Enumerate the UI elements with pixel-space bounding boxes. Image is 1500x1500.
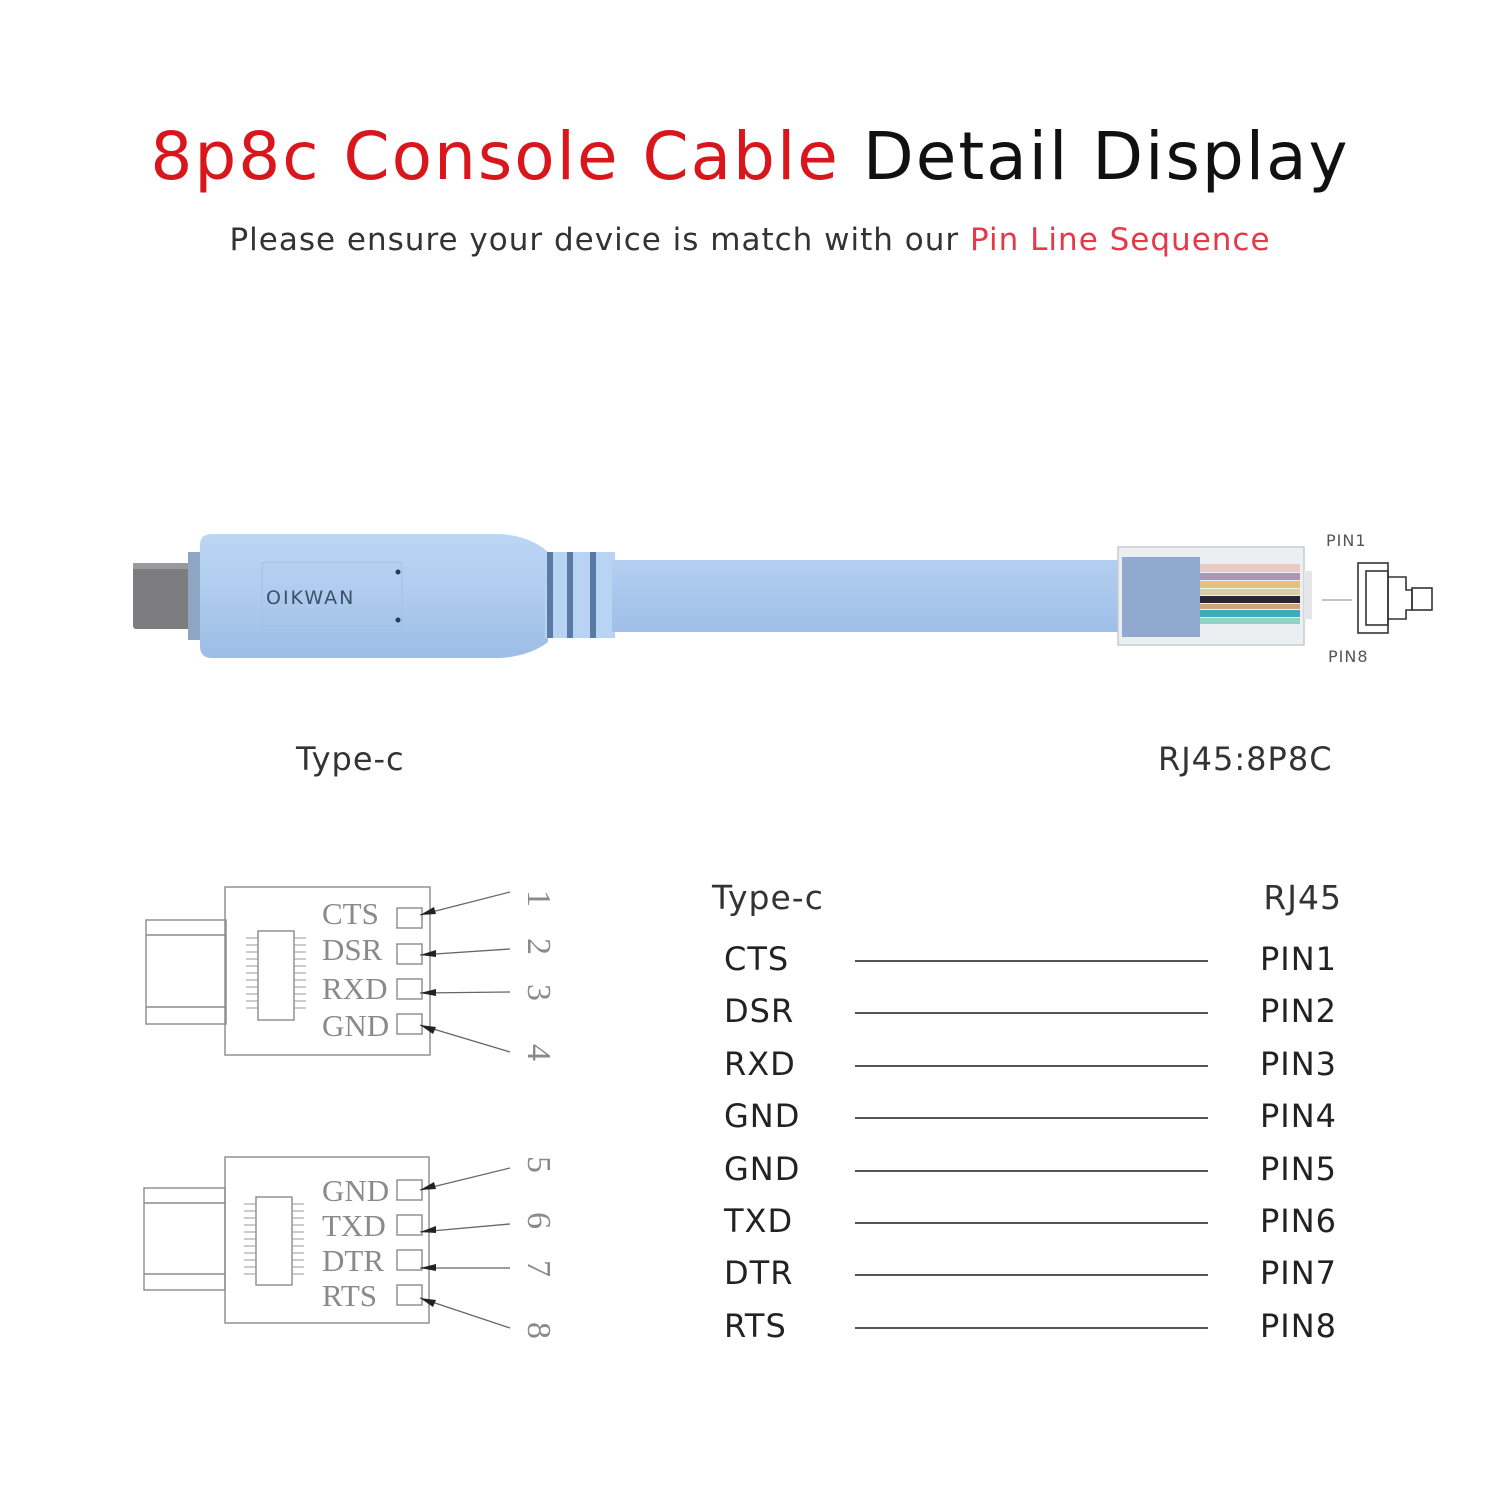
connection-line (855, 1326, 1208, 1329)
rj45-plug-icon (1117, 546, 1312, 646)
row-signal: RXD (724, 1044, 796, 1083)
row-pin: PIN8 (1259, 1306, 1337, 1345)
connection-line (855, 1012, 1208, 1015)
signal-dtr: DTR (322, 1243, 384, 1278)
pin-number-2: 2 (520, 938, 557, 955)
chip-icon (257, 930, 295, 1021)
row-pin: PIN7 (1259, 1254, 1337, 1293)
flat-cable (612, 560, 1122, 632)
signal-rts: RTS (322, 1278, 377, 1313)
rj45-outline-icon (1357, 562, 1433, 634)
table-row: GND PIN4 (712, 1097, 1352, 1149)
row-signal: GND (724, 1097, 801, 1136)
title-highlight: 8p8c Console Cable (150, 118, 840, 195)
subtitle-highlight: Pin Line Sequence (970, 222, 1271, 258)
row-signal: GND (724, 1149, 801, 1188)
rj45-8p8c-label: RJ45:8P8C (1158, 740, 1333, 778)
pin-number-3: 3 (520, 984, 557, 1001)
pin-diagram-bottom: GND TXD DTR RTS 5 6 7 8 (143, 1156, 557, 1339)
pin-number-1: 1 (520, 890, 557, 907)
table-row: CTS PIN1 (712, 940, 1352, 992)
signal-gnd: GND (322, 1008, 389, 1043)
table-header: Type-c RJ45 (712, 878, 1352, 924)
row-pin: PIN1 (1259, 940, 1337, 978)
connection-line (855, 1169, 1208, 1172)
usb-c-plug-icon (133, 552, 202, 640)
pin8-label: PIN8 (1328, 647, 1369, 666)
pin-number-6: 6 (520, 1212, 557, 1229)
signal-txd: TXD (322, 1208, 386, 1243)
connection-line (855, 1274, 1208, 1277)
table-row: GND PIN5 (712, 1150, 1352, 1202)
connection-line (855, 1117, 1208, 1120)
table-row: RXD PIN3 (712, 1045, 1352, 1097)
pin1-label: PIN1 (1326, 531, 1367, 550)
row-signal: TXD (724, 1201, 794, 1240)
table-row: RTS PIN8 (712, 1307, 1352, 1359)
row-pin: PIN4 (1259, 1097, 1337, 1136)
row-pin: PIN6 (1259, 1201, 1337, 1240)
row-pin: PIN2 (1259, 992, 1337, 1031)
connector-housing (200, 534, 548, 658)
chip-icon (255, 1196, 293, 1286)
connection-line (855, 1221, 1208, 1224)
pin-mapping-table: Type-c RJ45 CTS PIN1 DSR PIN2 RXD PIN3 G… (712, 878, 1352, 1359)
pin-number-4: 4 (520, 1044, 557, 1061)
pin-number-5: 5 (520, 1156, 557, 1173)
row-signal: RTS (724, 1306, 787, 1345)
signal-dsr: DSR (322, 932, 383, 967)
header-type-c: Type-c (712, 878, 824, 917)
strain-relief (545, 552, 615, 638)
table-row: TXD PIN6 (712, 1202, 1352, 1254)
cable-illustration: OIKWAN PIN1 PIN8 (133, 531, 1433, 666)
pin-number-8: 8 (520, 1322, 557, 1339)
table-row: DTR PIN7 (712, 1254, 1352, 1306)
type-c-label: Type-c (296, 740, 405, 778)
signal-rxd: RXD (322, 971, 387, 1006)
row-pin: PIN3 (1259, 1044, 1337, 1083)
row-signal: CTS (724, 940, 790, 978)
table-row: DSR PIN2 (712, 992, 1352, 1044)
signal-cts: CTS (322, 896, 379, 931)
row-pin: PIN5 (1259, 1149, 1337, 1188)
connection-line (855, 960, 1208, 962)
signal-gnd: GND (322, 1173, 389, 1208)
brand-label: OIKWAN (266, 587, 355, 609)
subtitle-text: Please ensure your device is match with … (229, 222, 960, 258)
connection-line (855, 1064, 1208, 1067)
pin-diagram-top: CTS DSR RXD GND 1 2 3 4 (145, 886, 557, 1061)
page-title: 8p8c Console Cable Detail Display (0, 118, 1500, 195)
row-signal: DTR (724, 1254, 794, 1293)
pin-number-7: 7 (520, 1260, 557, 1277)
row-signal: DSR (724, 992, 795, 1031)
page-subtitle: Please ensure your device is match with … (0, 222, 1500, 258)
header-rj45: RJ45 (1263, 878, 1342, 917)
title-rest: Detail Display (862, 118, 1350, 195)
